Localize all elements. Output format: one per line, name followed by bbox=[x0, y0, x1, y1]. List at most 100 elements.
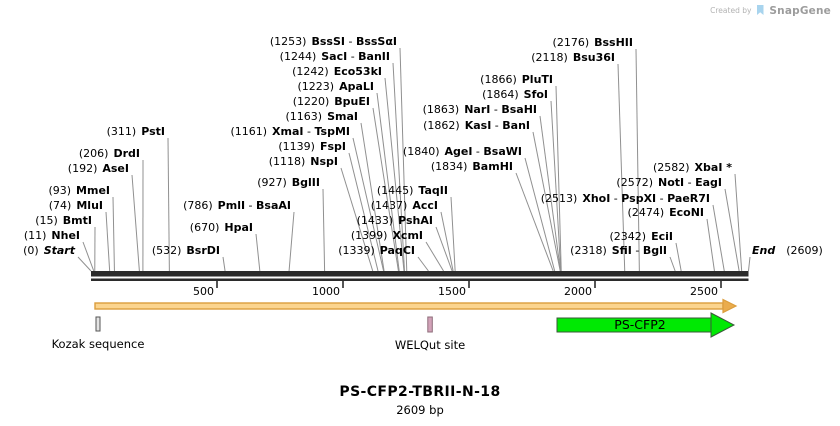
restriction-site-label[interactable]: (74)MluI bbox=[48, 199, 103, 212]
leader-line bbox=[82, 241, 95, 272]
leader-line bbox=[322, 188, 326, 272]
restriction-site-label[interactable]: (2176)BssHII bbox=[552, 36, 633, 49]
restriction-site-label[interactable]: (1163)SmaI bbox=[285, 110, 358, 123]
restriction-site-label[interactable]: (786)PmlI - BsaAI bbox=[183, 199, 291, 212]
leader-line bbox=[706, 218, 715, 272]
leader-line bbox=[635, 48, 640, 272]
kozak-sequence-label[interactable]: Kozak sequence bbox=[51, 337, 145, 351]
restriction-site-label[interactable]: (1161)XmaI - TspMI bbox=[230, 125, 350, 138]
restriction-site-label[interactable]: (1433)PshAI bbox=[356, 214, 433, 227]
welqut-site-label[interactable]: WELQut site bbox=[394, 338, 466, 352]
leader-line bbox=[77, 256, 92, 272]
restriction-site-label[interactable]: (1139)FspI bbox=[278, 140, 346, 153]
leader-line bbox=[222, 256, 226, 272]
leader-line bbox=[617, 63, 626, 272]
ps-cfp2-arrowhead[interactable] bbox=[710, 312, 736, 338]
restriction-site-label[interactable]: End(2609) bbox=[752, 244, 823, 257]
restriction-site-label[interactable]: (1399)XcmI bbox=[350, 229, 423, 242]
welqut-marker[interactable] bbox=[427, 316, 433, 333]
ruler-tick-label: 1000 bbox=[312, 285, 340, 298]
restriction-site-label[interactable]: (15)BmtI bbox=[35, 214, 92, 227]
restriction-site-label[interactable]: (1863)NarI - BsaHI bbox=[422, 103, 537, 116]
restriction-site-label[interactable]: (2572)NotI - EagI bbox=[616, 176, 722, 189]
leader-line bbox=[352, 137, 385, 272]
leader-line bbox=[532, 131, 561, 272]
watermark-created-by: Created by bbox=[710, 6, 752, 15]
ruler-tick-label: 2000 bbox=[564, 285, 592, 298]
restriction-site-label[interactable]: (1862)KasI - BanI bbox=[423, 119, 530, 132]
restriction-site-label[interactable]: (2342)EciI bbox=[609, 230, 673, 243]
restriction-site-label[interactable]: (1223)ApaLI bbox=[297, 80, 375, 93]
restriction-site-label[interactable]: (1864)SfoI bbox=[482, 88, 548, 101]
leader-line bbox=[539, 115, 561, 272]
leader-line bbox=[669, 256, 676, 272]
restriction-site-label[interactable]: (2118)Bsu36I bbox=[531, 51, 615, 64]
kozak-marker[interactable] bbox=[95, 316, 101, 332]
map-title: PS-CFP2-TBRII-N-18 bbox=[339, 384, 501, 400]
restriction-site-label[interactable]: (1866)PluTI bbox=[480, 73, 553, 86]
ruler-tick-label: 500 bbox=[193, 285, 214, 298]
leader-line bbox=[105, 211, 111, 272]
leader-line bbox=[348, 152, 379, 272]
restriction-site-label[interactable]: (1244)SacI - BanII bbox=[279, 50, 390, 63]
map-length: 2609 bp bbox=[396, 403, 444, 417]
restriction-site-label[interactable]: (1118)NspI bbox=[268, 155, 338, 168]
restriction-site-label[interactable]: (1242)Eco53kI bbox=[292, 65, 382, 78]
leader-line bbox=[255, 233, 261, 272]
leader-line bbox=[712, 204, 725, 272]
leader-line bbox=[734, 173, 743, 272]
leader-line bbox=[399, 47, 408, 272]
restriction-site-label[interactable]: (0)Start bbox=[23, 244, 75, 257]
leader-line bbox=[167, 137, 170, 272]
leader-line bbox=[372, 107, 399, 272]
restriction-site-label[interactable]: (311)PstI bbox=[106, 125, 165, 138]
restriction-site-label[interactable]: (2318)SfiI - BglI bbox=[570, 244, 667, 257]
leader-line bbox=[376, 92, 400, 272]
leader-line bbox=[384, 77, 405, 272]
sequence-bar-lower bbox=[91, 278, 749, 281]
restriction-site-label[interactable]: (670)HpaI bbox=[189, 221, 253, 234]
leader-line bbox=[417, 256, 429, 272]
restriction-site-label[interactable]: (1840)AgeI - BsaWI bbox=[402, 145, 522, 158]
restriction-site-label[interactable]: (1445)TaqII bbox=[376, 184, 448, 197]
leader-line bbox=[450, 196, 456, 272]
restriction-site-label[interactable]: (1437)AccI bbox=[370, 199, 438, 212]
leader-line bbox=[747, 256, 751, 272]
backbone-orf-arrow[interactable] bbox=[94, 302, 724, 310]
leader-line bbox=[112, 196, 115, 272]
restriction-site-label[interactable]: (192)AseI bbox=[67, 162, 129, 175]
restriction-site-label[interactable]: (927)BglII bbox=[257, 176, 320, 189]
leader-line bbox=[425, 241, 444, 272]
sequence-bar[interactable] bbox=[91, 271, 749, 277]
restriction-site-label[interactable]: (93)MmeI bbox=[48, 184, 110, 197]
restriction-site-label[interactable]: (2582)XbaI * bbox=[652, 161, 732, 174]
leader-line bbox=[435, 226, 453, 272]
leader-line bbox=[340, 167, 374, 272]
ruler-tick-label: 2500 bbox=[690, 285, 718, 298]
restriction-site-label[interactable]: (1253)BssSI - BssSαI bbox=[269, 35, 397, 48]
leader-line bbox=[131, 174, 140, 272]
snapgene-flag-icon bbox=[755, 4, 765, 17]
leader-line bbox=[550, 100, 562, 272]
ruler-tick-label: 1500 bbox=[438, 285, 466, 298]
leader-line bbox=[675, 242, 682, 272]
ps-cfp2-gene-label[interactable]: PS-CFP2 bbox=[614, 317, 666, 332]
title-block: PS-CFP2-TBRII-N-18 2609 bp bbox=[0, 384, 840, 417]
leader-line bbox=[724, 188, 740, 272]
restriction-site-label[interactable]: (2513)XhoI - PspXI - PaeR7I bbox=[540, 192, 710, 205]
restriction-site-label[interactable]: (1220)BpuEI bbox=[292, 95, 370, 108]
restriction-site-label[interactable]: (2474)EcoNI bbox=[627, 206, 704, 219]
restriction-site-label[interactable]: (206)DrdI bbox=[78, 147, 140, 160]
leader-line bbox=[392, 62, 405, 272]
leader-line bbox=[288, 211, 295, 272]
restriction-site-label[interactable]: (1834)BamHI bbox=[430, 160, 513, 173]
leader-line bbox=[360, 122, 385, 272]
snapgene-watermark: Created by SnapGene bbox=[710, 4, 831, 17]
restriction-site-label[interactable]: (532)BsrDI bbox=[151, 244, 220, 257]
leader-line bbox=[515, 172, 554, 272]
restriction-site-label[interactable]: (1339)PaqCI bbox=[338, 244, 415, 257]
restriction-site-label[interactable]: (11)NheI bbox=[23, 229, 80, 242]
backbone-arrowhead bbox=[722, 298, 738, 314]
